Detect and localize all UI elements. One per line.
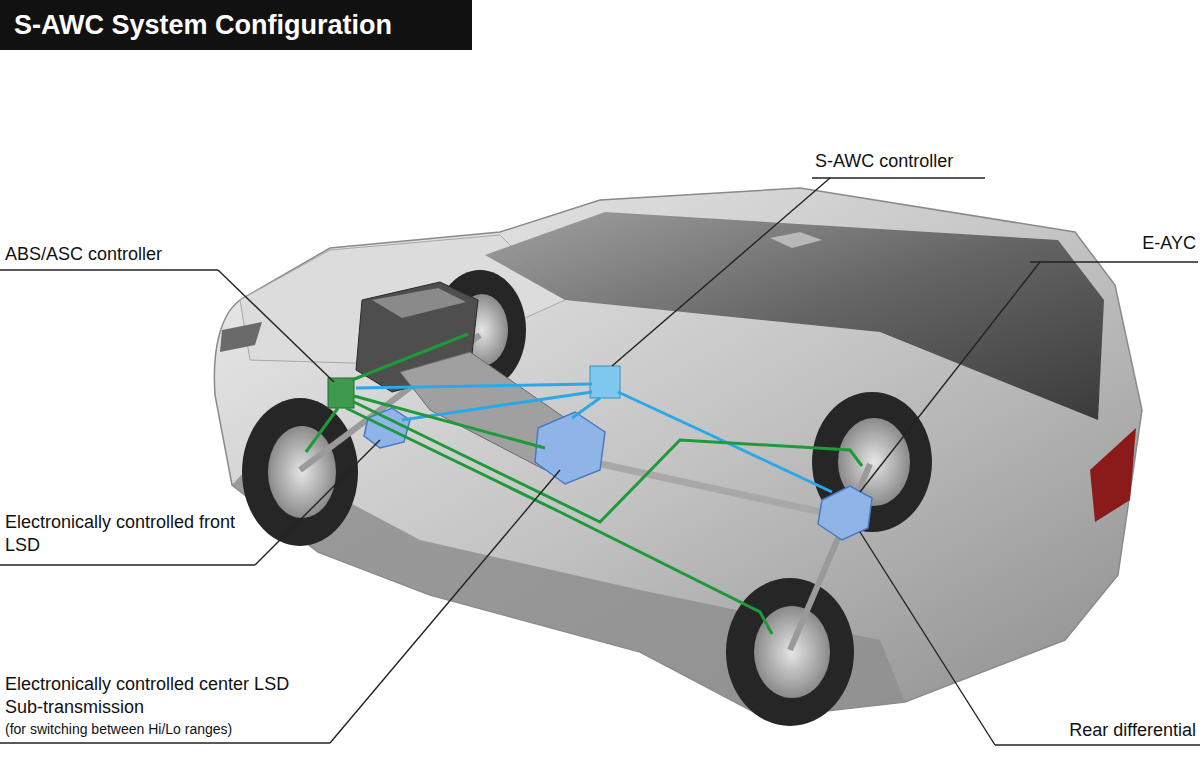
leader-line [860, 532, 995, 745]
label-underline [1030, 261, 1198, 262]
wire [572, 398, 600, 418]
label-underline [995, 744, 1200, 745]
roof-fin [770, 232, 822, 248]
part-label: Rear differential [1069, 719, 1196, 742]
leader-line [255, 440, 380, 565]
wire [356, 384, 592, 388]
label-underline [0, 269, 218, 270]
part-label: Electronically controlled front LSD [5, 511, 250, 558]
wheel [726, 578, 854, 726]
sensor-wires [306, 334, 862, 634]
headlight [220, 322, 262, 352]
leader-line [612, 178, 830, 366]
center-lsd [535, 412, 605, 484]
car-glass-roof [485, 212, 1104, 420]
abs-asc-controller [328, 378, 354, 408]
part-label: Sub-transmission [5, 696, 144, 719]
part-label: E-AYC [1142, 232, 1196, 255]
s-awc-controller [590, 366, 620, 398]
label-underline [0, 564, 255, 565]
title-text: S-AWC System Configuration [14, 9, 392, 41]
tail-light [1090, 428, 1136, 522]
part-label: S-AWC controller [815, 150, 953, 173]
label-underline [812, 177, 985, 178]
wire [354, 402, 862, 522]
part-label: (for switching between Hi/Lo ranges) [5, 721, 232, 738]
part-label: ABS/ASC controller [5, 243, 162, 266]
wire [354, 396, 545, 448]
leader-line [218, 270, 334, 382]
leader-line [860, 262, 1040, 492]
rear-differential [818, 486, 872, 540]
tire [726, 578, 854, 726]
tire [242, 398, 358, 546]
part-label: Electronically controlled center LSD [5, 673, 289, 696]
wheel [242, 398, 358, 546]
label-underline [0, 742, 330, 743]
wire [352, 334, 468, 380]
leader-line [330, 470, 560, 743]
leader-lines [0, 178, 1200, 745]
engine-cover [372, 288, 466, 318]
wire [306, 408, 338, 452]
car-body [214, 188, 1142, 718]
